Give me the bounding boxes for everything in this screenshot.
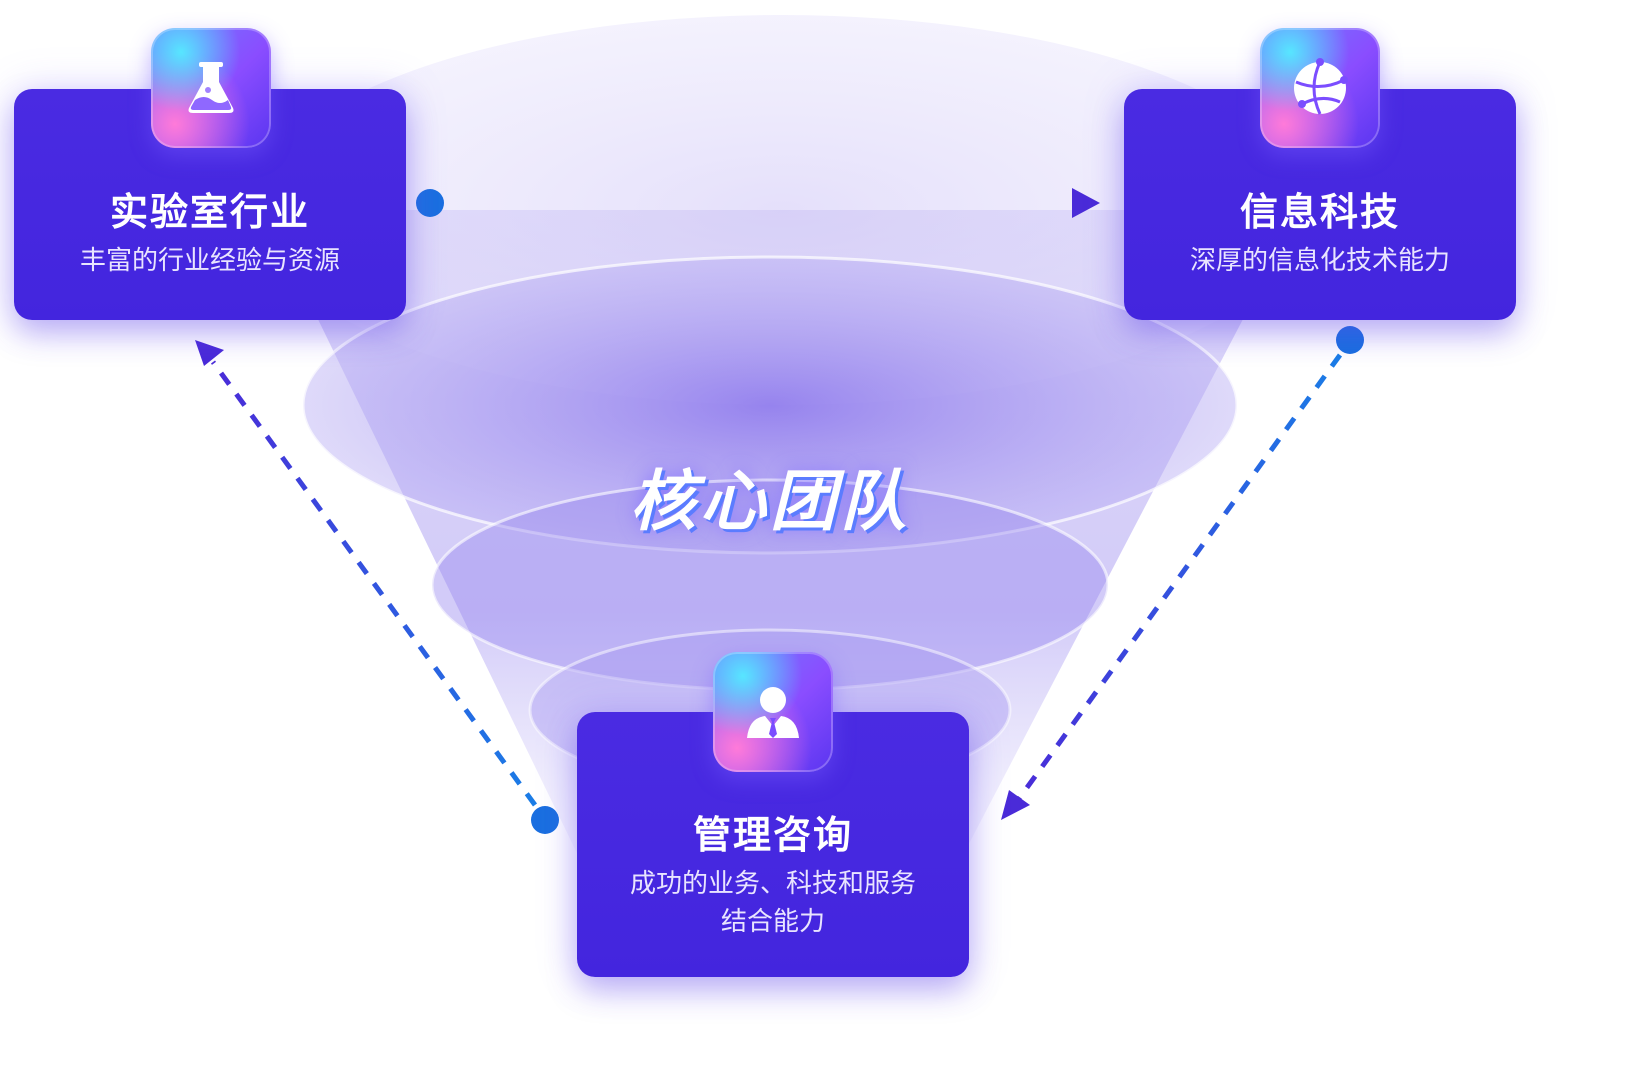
globe-network-icon: [1260, 28, 1380, 148]
node-desc-lab: 丰富的行业经验与资源: [34, 241, 386, 281]
node-desc-consult-line2: 结合能力: [597, 902, 949, 942]
flask-icon: [151, 28, 271, 148]
center-title: 核心团队: [590, 448, 950, 544]
node-desc-it: 深厚的信息化技术能力: [1144, 241, 1496, 281]
node-title-it: 信息科技: [1124, 181, 1516, 236]
node-desc-consult-line1: 成功的业务、科技和服务: [597, 864, 949, 904]
user-icon: [713, 652, 833, 772]
node-title-lab: 实验室行业: [14, 181, 406, 236]
node-title-consult: 管理咨询: [577, 804, 969, 859]
